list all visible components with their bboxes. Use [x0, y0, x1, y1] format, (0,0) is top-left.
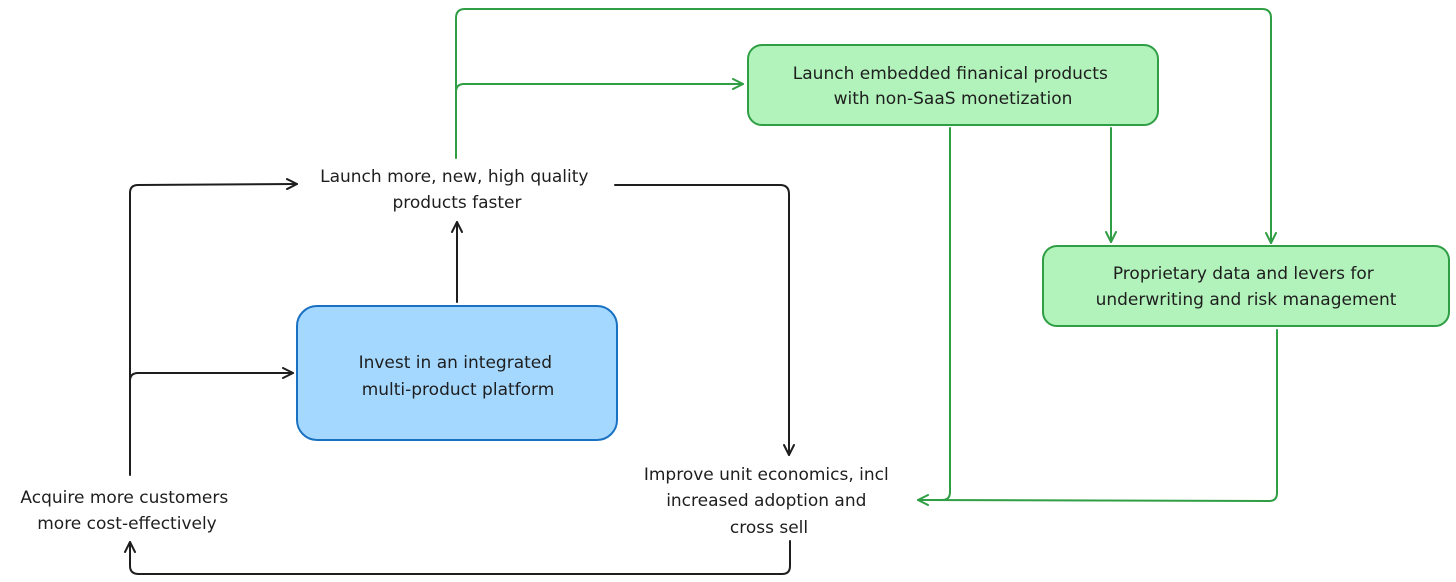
arrow-acquire-to-launch	[129, 178, 298, 476]
launch-label-line: Launch more, new, high quality	[320, 167, 588, 187]
invest-label: Invest in an integrated multi-product pl…	[359, 353, 558, 400]
improve-label-line: increased adoption and	[666, 491, 866, 511]
node-launch-products: Launch more, new, high quality products …	[320, 167, 594, 213]
embedded-box-shape	[747, 44, 1159, 126]
node-acquire-customers: Acquire more customers more cost-effecti…	[20, 488, 233, 534]
arrow-embedded-to-improve	[924, 127, 951, 501]
launch-label-line: products faster	[392, 193, 521, 213]
embedded-label-line: Launch embedded finanical products	[793, 64, 1108, 84]
arrow-proprietary-to-improve	[917, 329, 1278, 507]
improve-label-line: cross sell	[730, 518, 808, 538]
embedded-label-line: with non-SaaS monetization	[834, 89, 1073, 109]
arrow-improve-to-acquire	[124, 540, 791, 575]
arrow-acquire-to-invest	[129, 367, 294, 382]
acquire-label-line: Acquire more customers	[20, 488, 228, 508]
proprietary-label: Proprietary data and levers for underwri…	[1096, 264, 1397, 310]
node-embedded-financial: Launch embedded finanical products with …	[747, 44, 1159, 126]
invest-box-shape	[296, 305, 618, 441]
arrow-launch-to-proprietary	[455, 8, 1277, 244]
node-invest-platform: Invest in an integrated multi-product pl…	[296, 305, 618, 441]
arrow-launch-to-embedded	[455, 78, 744, 159]
acquire-label-line: more cost-effectively	[37, 514, 217, 534]
invest-label-line: Invest in an integrated	[359, 353, 552, 373]
invest-label-line: multi-product platform	[362, 380, 555, 400]
proprietary-label-line: Proprietary data and levers for	[1113, 264, 1374, 284]
embedded-label: Launch embedded finanical products with …	[793, 64, 1113, 109]
node-improve-economics: Improve unit economics, incl increased a…	[644, 465, 894, 538]
proprietary-label-line: underwriting and risk management	[1096, 290, 1397, 310]
proprietary-box-shape	[1042, 245, 1450, 327]
arrow-launch-to-improve	[614, 184, 795, 456]
improve-label-line: Improve unit economics, incl	[644, 465, 889, 485]
node-proprietary-data: Proprietary data and levers for underwri…	[1042, 245, 1450, 327]
